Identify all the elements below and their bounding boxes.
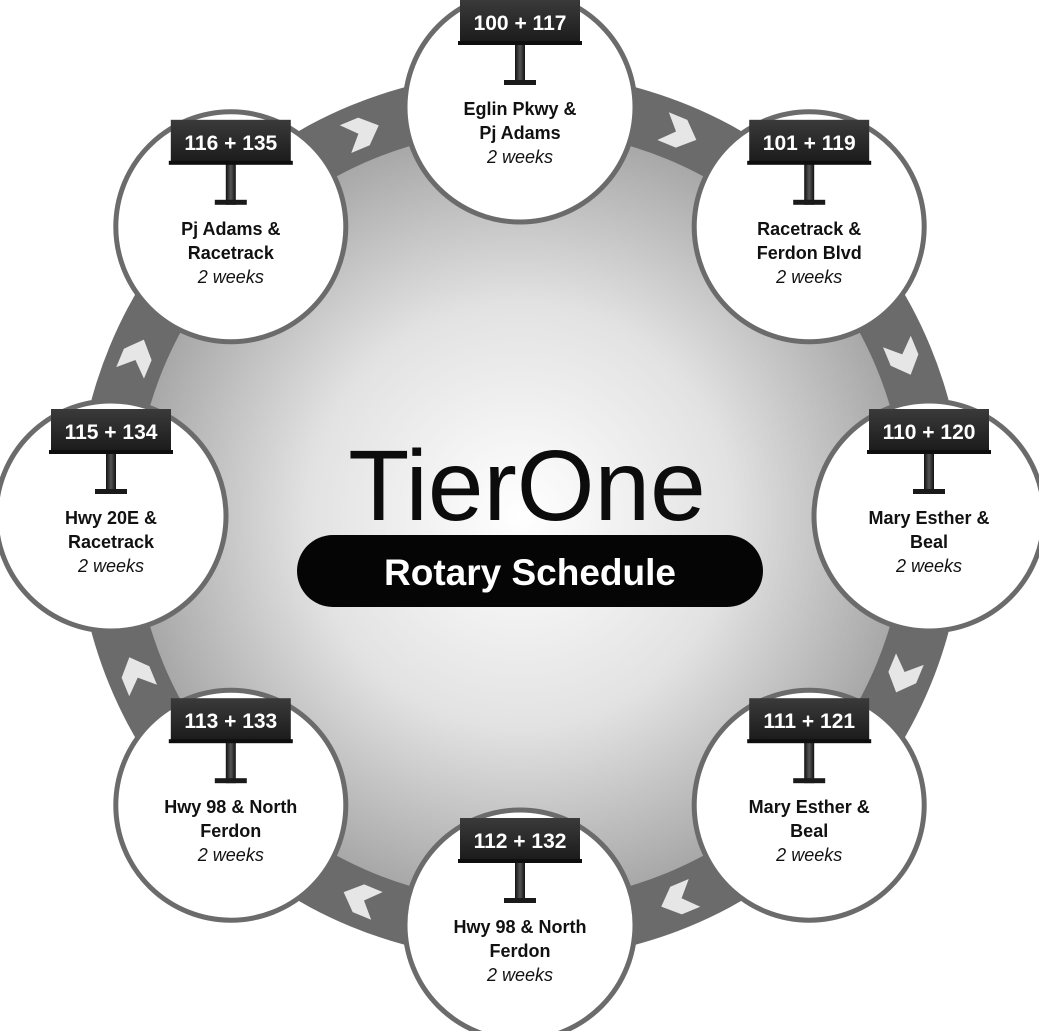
flow-arrow-icon xyxy=(116,339,152,379)
node-circle xyxy=(113,687,349,923)
duration-label: 2 weeks xyxy=(895,556,962,576)
duration-label: 2 weeks xyxy=(197,267,264,287)
node-circle xyxy=(691,109,927,345)
node-circle xyxy=(113,109,349,345)
billboard-icon xyxy=(747,698,872,784)
duration-label: 2 weeks xyxy=(486,147,553,167)
location-label: Mary Esther & xyxy=(749,797,870,817)
billboard-number: 100 + 117 xyxy=(474,12,567,35)
location-label: Beal xyxy=(910,532,948,552)
flow-arrow-icon xyxy=(888,653,924,693)
flow-arrow-icon xyxy=(657,112,697,148)
location-label: Ferdon xyxy=(490,941,551,961)
flow-arrow-icon xyxy=(121,657,157,697)
billboard-number: 111 + 121 xyxy=(763,710,855,733)
node-circle xyxy=(0,398,229,634)
billboard-icon xyxy=(867,409,991,494)
flow-arrow-icon xyxy=(343,884,383,920)
location-label: Hwy 98 & North xyxy=(453,917,586,937)
duration-label: 2 weeks xyxy=(197,845,264,865)
billboard-icon xyxy=(49,409,173,494)
location-label: Hwy 98 & North xyxy=(164,797,297,817)
title: TierOne xyxy=(348,430,706,542)
location-label: Pj Adams & xyxy=(181,219,280,239)
billboard-number: 112 + 132 xyxy=(474,830,567,853)
billboard-number: 101 + 119 xyxy=(763,132,856,155)
billboard-icon xyxy=(747,119,872,205)
billboard-icon xyxy=(458,0,582,85)
duration-label: 2 weeks xyxy=(486,965,553,985)
billboard-number: 116 + 135 xyxy=(184,132,277,155)
node-circle xyxy=(402,0,638,225)
schedule-node: 116 + 135 Pj Adams & Racetrack 2 weeks xyxy=(113,109,349,345)
location-label: Beal xyxy=(790,821,828,841)
location-label: Racetrack & xyxy=(757,219,861,239)
arrows-layer xyxy=(116,112,924,920)
billboard-icon xyxy=(458,818,582,903)
location-label: Ferdon xyxy=(200,821,261,841)
location-label: Racetrack xyxy=(68,532,155,552)
duration-label: 2 weeks xyxy=(775,267,842,287)
location-label: Hwy 20E & xyxy=(65,508,157,528)
duration-label: 2 weeks xyxy=(77,556,144,576)
flow-arrow-icon xyxy=(339,117,379,153)
location-label: Racetrack xyxy=(188,243,275,263)
duration-label: 2 weeks xyxy=(775,845,842,865)
billboard-number: 115 + 134 xyxy=(65,421,158,444)
node-circle xyxy=(691,687,927,923)
billboard-number: 110 + 120 xyxy=(883,421,976,444)
node-circle xyxy=(402,807,638,1031)
center-disc xyxy=(134,130,906,902)
location-label: Pj Adams xyxy=(479,123,560,143)
billboard-number: 113 + 133 xyxy=(184,710,277,733)
subtitle: Rotary Schedule xyxy=(384,552,676,593)
flow-arrow-icon xyxy=(661,879,701,915)
node-circle xyxy=(811,398,1039,634)
location-label: Ferdon Blvd xyxy=(757,243,862,263)
location-label: Mary Esther & xyxy=(868,508,989,528)
location-label: Eglin Pkwy & xyxy=(463,99,576,119)
billboard-icon xyxy=(168,698,293,784)
billboard-icon xyxy=(168,119,293,205)
subtitle-pill xyxy=(297,535,763,607)
flow-arrow-icon xyxy=(883,335,919,375)
